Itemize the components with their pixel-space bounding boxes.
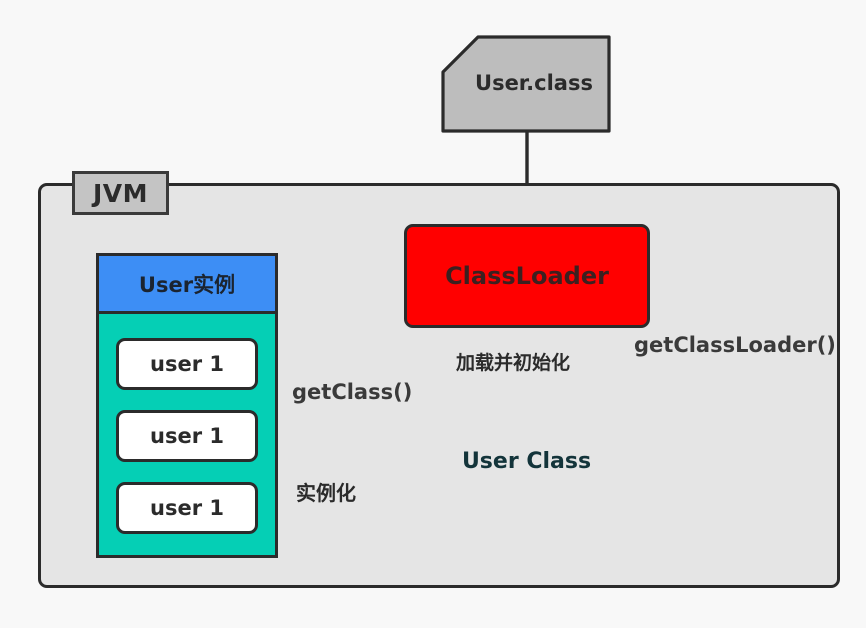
list-item: user 1 — [116, 482, 258, 534]
class-file-node: User.class — [440, 34, 612, 132]
classloader-node: ClassLoader — [404, 224, 650, 328]
edge-label-load-and-init: 加载并初始化 — [456, 352, 571, 374]
class-file-shape — [441, 35, 611, 133]
edge-label-get-classloader: getClassLoader() — [634, 333, 836, 357]
edge-label-get-class: getClass() — [292, 380, 413, 404]
list-item: user 1 — [116, 338, 258, 390]
user-instance-stack: User实例 user 1 user 1 user 1 — [96, 253, 278, 558]
class-file-label: User.class — [475, 71, 593, 95]
edge-label-instantiate: 实例化 — [296, 481, 356, 505]
user-instance-list: user 1 user 1 user 1 — [99, 314, 275, 558]
list-item: user 1 — [116, 410, 258, 462]
user-instance-header: User实例 — [99, 256, 275, 314]
jvm-label: JVM — [72, 171, 169, 215]
